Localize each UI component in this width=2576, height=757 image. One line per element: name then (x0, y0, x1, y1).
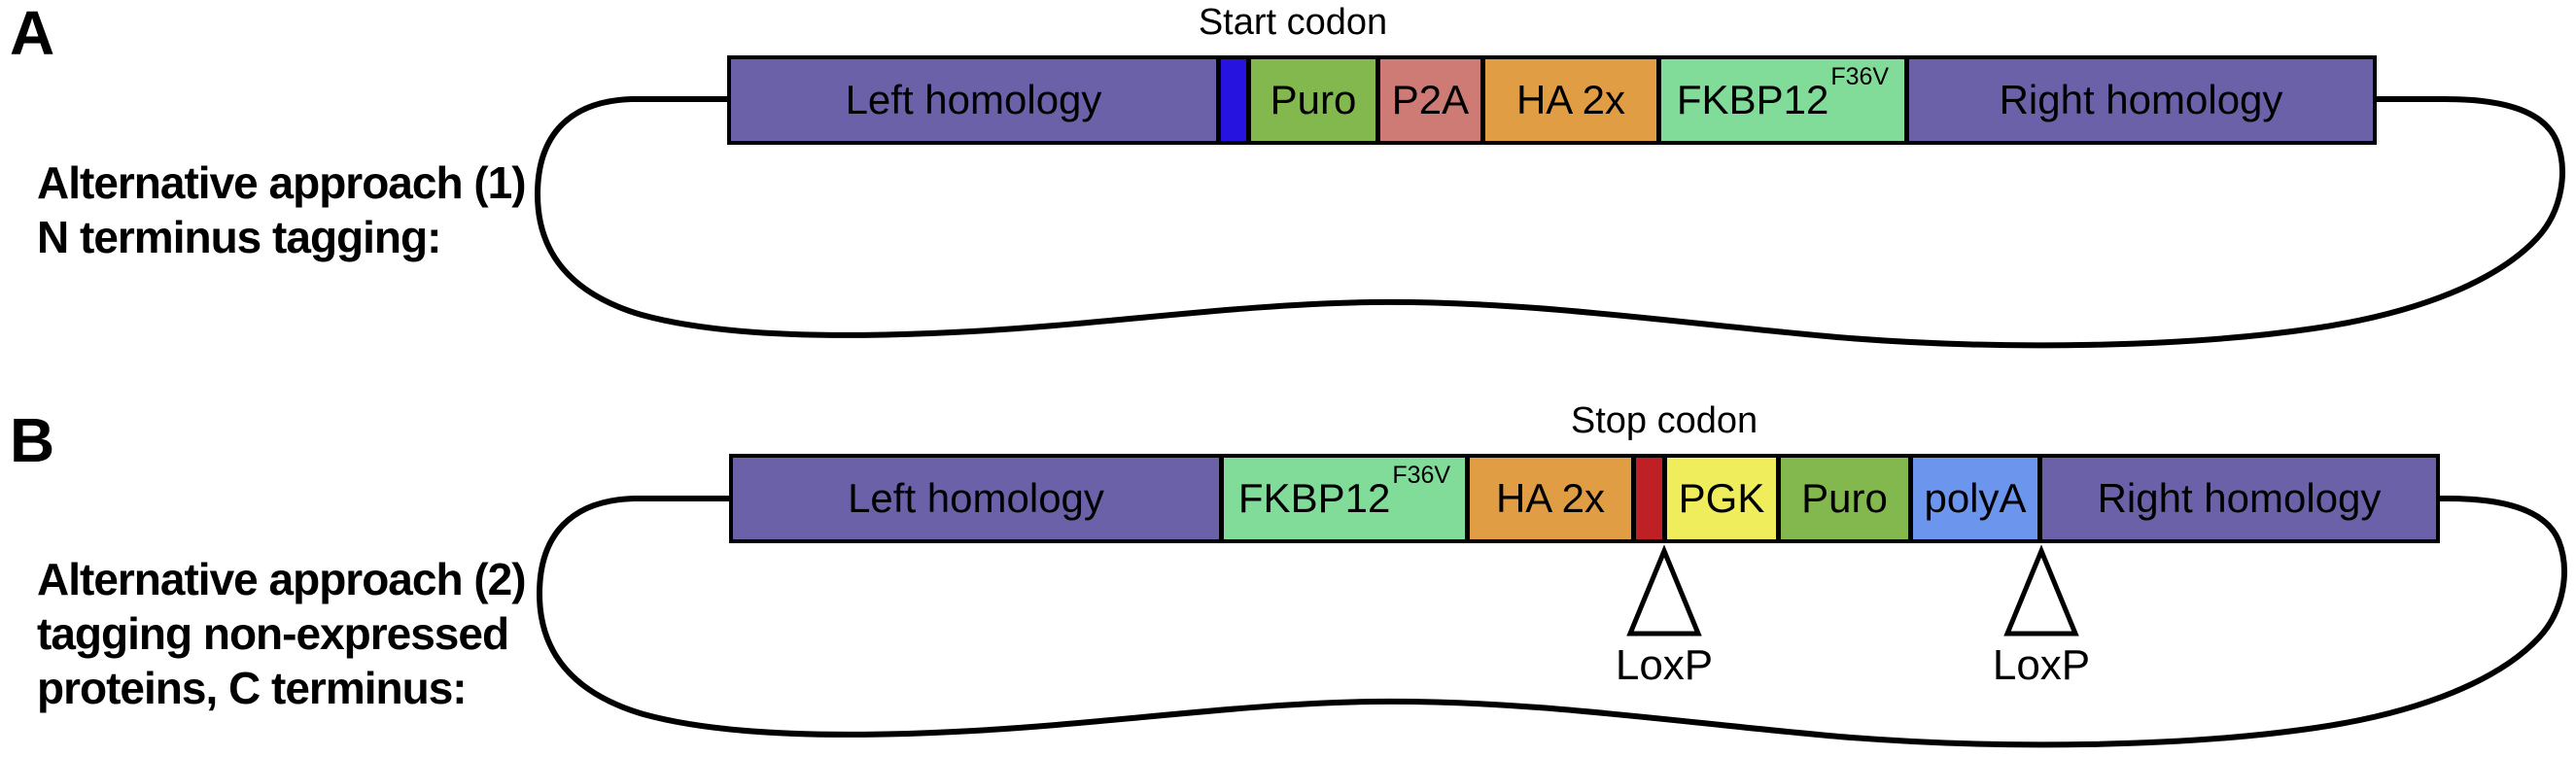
ha-2x-segment-label: HA 2x (1515, 77, 1626, 122)
loxp-marker-triangle-1 (1626, 544, 1702, 637)
puro-segment-label: Puro (1270, 77, 1357, 122)
fkbp12-segment-superscript: F36V (1830, 62, 1890, 90)
p2a-segment-label: P2A (1391, 77, 1470, 122)
stop-codon-annotation: Stop codon (1570, 400, 1758, 441)
start-codon-segment (1221, 59, 1246, 141)
panel-a-label: A (10, 0, 55, 68)
panel-a-caption-line-2: N terminus tagging: (37, 212, 441, 262)
panel-b-caption: Alternative approach (2) tagging non-exp… (37, 552, 527, 715)
panel-b-caption-line-1: Alternative approach (2) (37, 554, 527, 604)
stop-codon-segment (1636, 458, 1662, 539)
panel-a-caption-line-1: Alternative approach (1) (37, 157, 527, 208)
fkbp12-segment-superscript: F36V (1392, 461, 1451, 489)
ha-2x-segment: HA 2x (1470, 458, 1631, 539)
right-homology-segment-label: Right homology (2097, 475, 2382, 521)
pgk-segment-label: PGK (1678, 475, 1765, 521)
panel-b-caption-line-3: proteins, C terminus: (37, 663, 468, 713)
loxp-label-1: LoxP (1615, 641, 1714, 689)
panel-b-caption-line-2: tagging non-expressed (37, 608, 509, 659)
loxp-marker-triangle-2 (2003, 544, 2079, 637)
fkbp12-segment-label: FKBP12 (1676, 77, 1829, 122)
start-codon-annotation: Start codon (1198, 2, 1388, 43)
left-homology-segment-label: Left homology (848, 475, 1104, 521)
right-homology-segment: Right homology (1909, 59, 2373, 141)
polya-segment: polyA (1913, 458, 2037, 539)
panel-b-label: B (10, 405, 55, 475)
panel-a-caption: Alternative approach (1) N terminus tagg… (37, 155, 527, 264)
left-homology-segment: Left homology (731, 59, 1216, 141)
fkbp12-segment-label: FKBP12 (1237, 475, 1391, 521)
puro-segment: Puro (1781, 458, 1908, 539)
left-homology-segment: Left homology (733, 458, 1219, 539)
ha-2x-segment-label: HA 2x (1495, 475, 1606, 521)
puro-segment-label: Puro (1801, 475, 1888, 521)
polya-segment-label: polyA (1924, 475, 2027, 521)
left-homology-segment-label: Left homology (845, 77, 1102, 122)
ha-2x-segment: HA 2x (1485, 59, 1656, 141)
loxp-label-2: LoxP (1992, 641, 2091, 689)
right-homology-segment: Right homology (2042, 458, 2436, 539)
p2a-segment: P2A (1380, 59, 1480, 141)
right-homology-segment-label: Right homology (1999, 77, 2283, 122)
puro-segment: Puro (1251, 59, 1375, 141)
pgk-segment: PGK (1667, 458, 1776, 539)
